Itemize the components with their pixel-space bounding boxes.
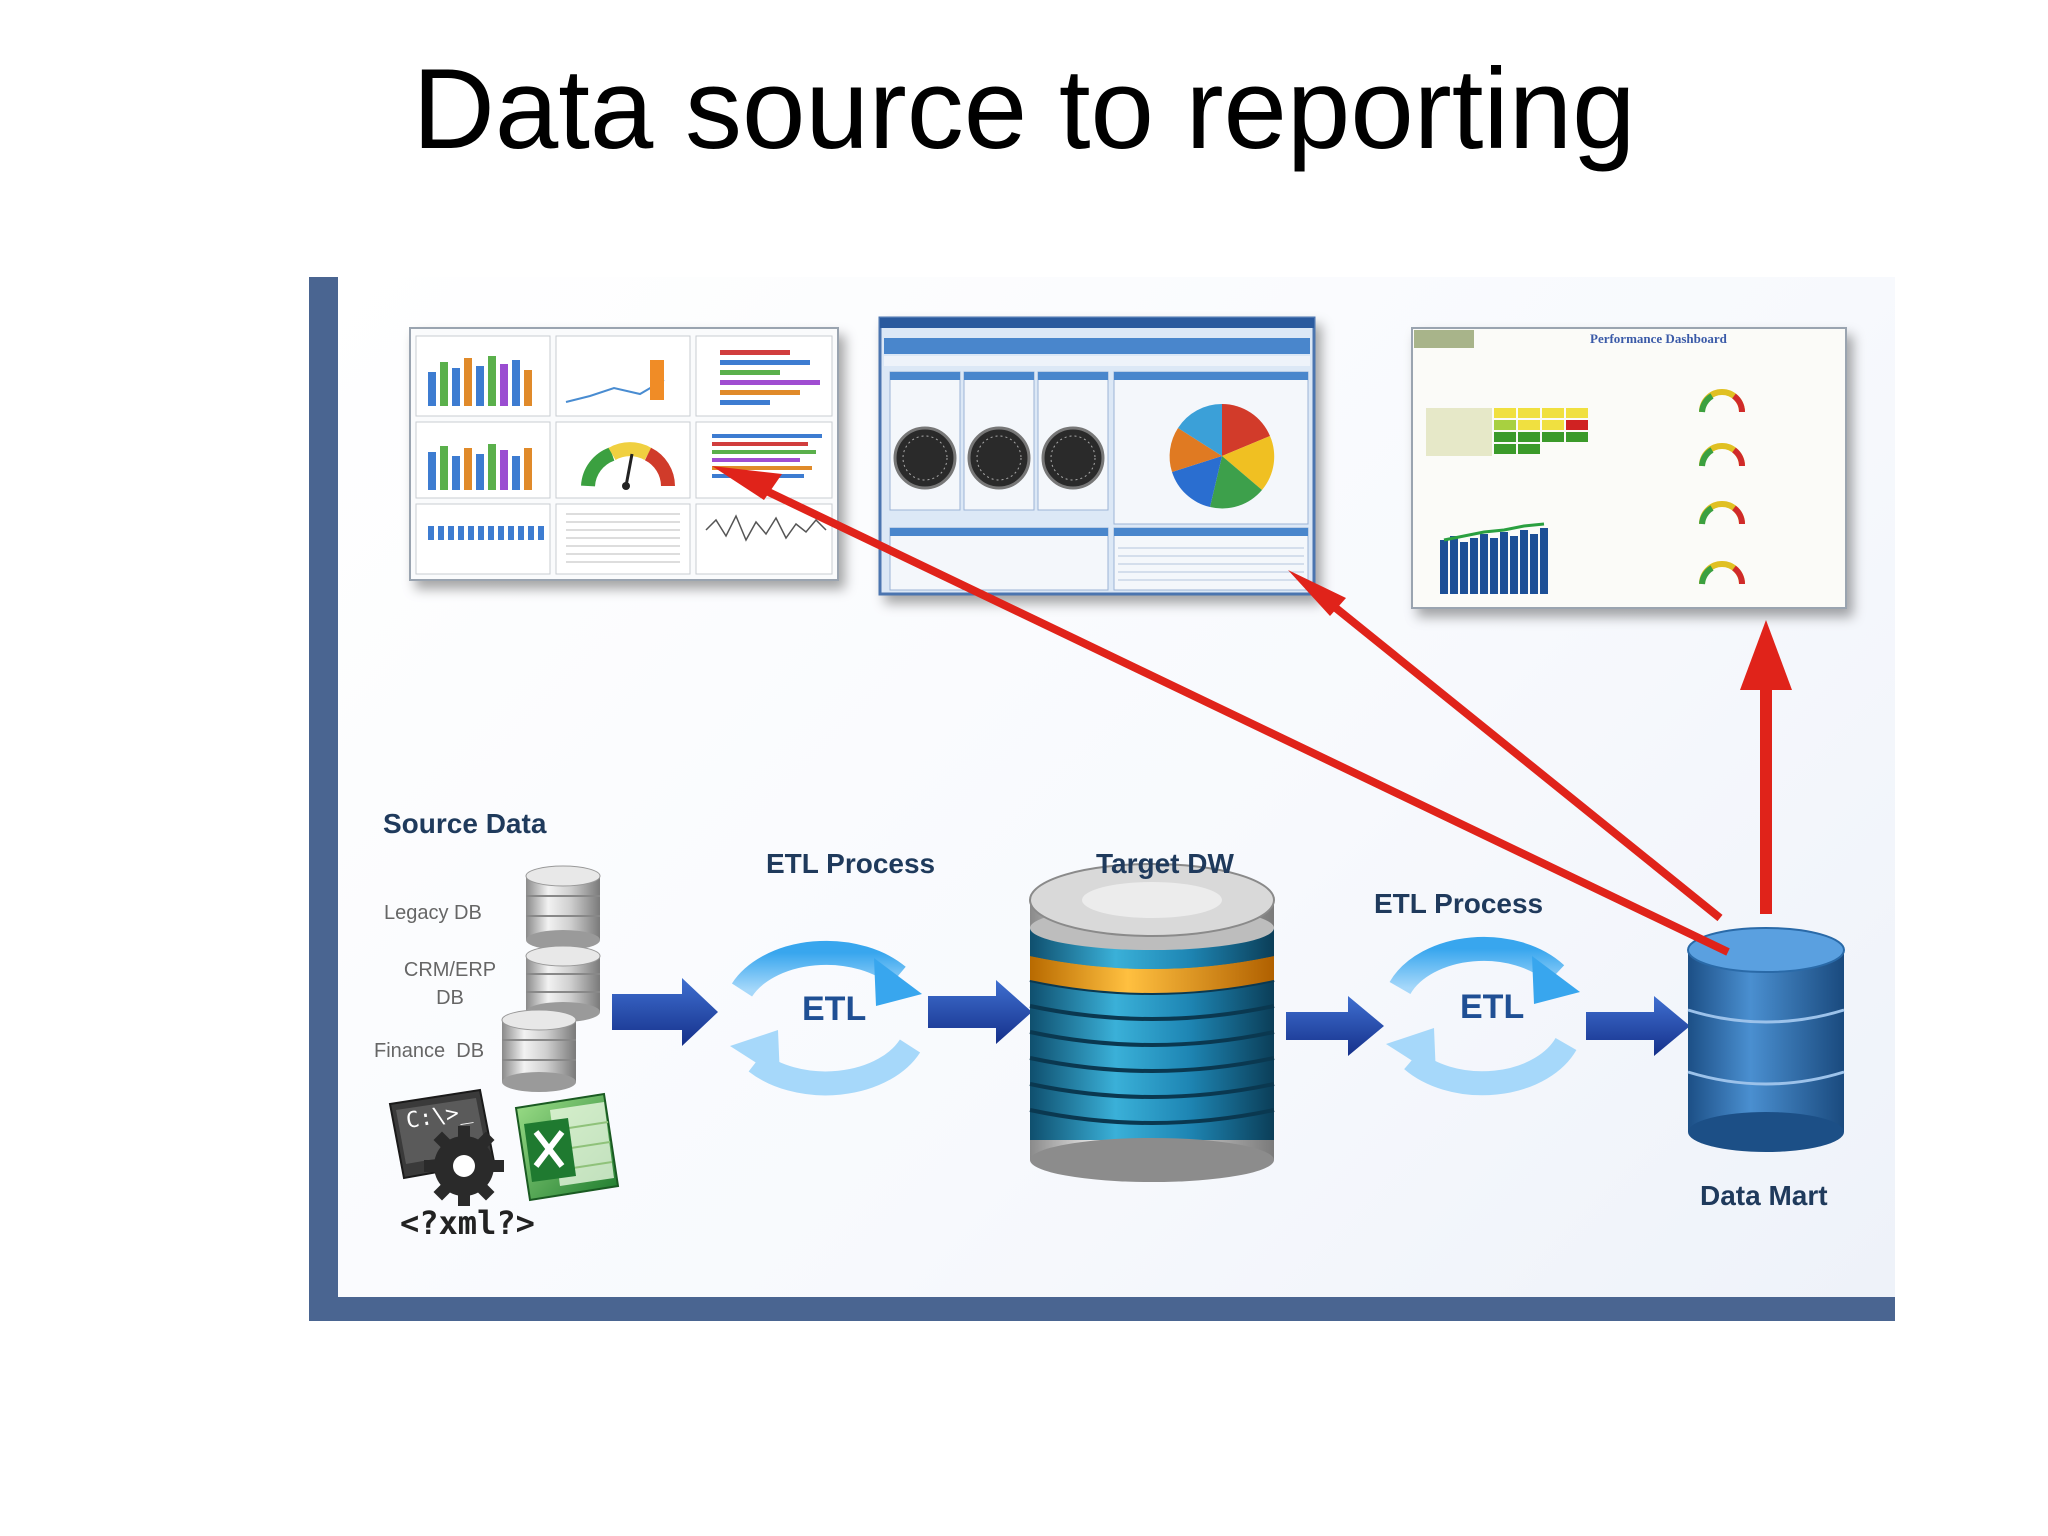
etl-icon-label-2: ETL — [1460, 988, 1525, 1026]
finance-db-label: Finance DB — [374, 1040, 485, 1062]
legacy-db-label: Legacy DB — [384, 902, 482, 924]
flow-arrow-4 — [1586, 996, 1690, 1056]
flow-arrow-3 — [1286, 996, 1384, 1056]
frame-left-border — [309, 277, 338, 1318]
report-arrow-to-dashboard-1 — [712, 466, 1730, 956]
pie-chart-icon — [1169, 403, 1275, 509]
dashboard-screenshot-3 — [1411, 327, 1847, 609]
data-mart-database-icon — [1687, 927, 1845, 1152]
excel-icon — [514, 1092, 620, 1202]
source-data-heading: Source Data — [383, 808, 547, 839]
etl-icon-label-1: ETL — [802, 990, 867, 1028]
data-mart-label: Data Mart — [1700, 1180, 1828, 1211]
etl-cycle-icon-2 — [1386, 936, 1580, 1096]
gear-icon — [424, 1126, 504, 1206]
etl-cycle-icon-1 — [730, 940, 922, 1096]
flow-arrow-2 — [928, 980, 1032, 1044]
dashboard-performance-title: Performance Dashboard — [1590, 331, 1727, 346]
report-arrow-to-dashboard-3 — [1740, 620, 1792, 914]
flow-arrow-1 — [612, 978, 718, 1046]
dashboard-screenshot-1 — [409, 327, 839, 581]
target-dw-database-icon — [1029, 863, 1275, 1182]
margin-gauges-icon — [1699, 389, 1745, 585]
mini-bar-chart-icon — [428, 356, 532, 406]
etl-process-heading-1: ETL Process — [766, 848, 936, 879]
profit-bar-chart-icon — [1440, 522, 1548, 594]
speedometer-icon — [893, 426, 1105, 490]
gauge-icon — [581, 442, 675, 490]
dashboard-screenshot-2 — [878, 316, 1316, 596]
frame-bottom-border — [309, 1297, 1895, 1321]
xml-label: <?xml?> — [400, 1204, 535, 1242]
report-arrow-to-dashboard-2 — [1288, 570, 1723, 922]
target-dw-heading: Target DW — [1096, 848, 1234, 879]
etl-process-heading-2: ETL Process — [1374, 888, 1544, 919]
status-table-icon — [1426, 408, 1588, 456]
slide-title: Data source to reporting — [412, 46, 1636, 173]
crm-erp-db-label: CRM/ERP DB — [403, 959, 497, 1009]
source-database-icons — [501, 865, 601, 1092]
